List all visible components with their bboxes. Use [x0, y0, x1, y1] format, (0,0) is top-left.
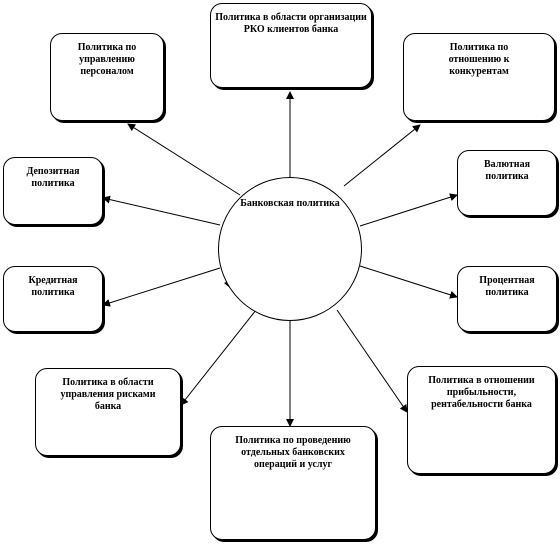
- node-interest-policy: Процентная политика: [457, 266, 557, 332]
- node-personnel-policy: Политика по управлению персоналом: [50, 33, 164, 121]
- arrow-to-credit: [102, 267, 221, 307]
- node-credit-policy: Кредитная политика: [3, 266, 103, 332]
- arrow-to-interest: [359, 265, 458, 299]
- arrow-to-profitability: [336, 309, 408, 413]
- node-operations-policy: Политика по проведению отдельных банковс…: [210, 426, 376, 540]
- node-label: Процентная политика: [479, 275, 535, 298]
- node-label: Политика по управлению персоналом: [77, 42, 137, 77]
- arrow-to-competitors: [343, 124, 421, 187]
- center-node-bank-policy: Банковская политика: [218, 177, 362, 321]
- arrow-to-currency: [359, 193, 458, 227]
- node-label: Политика в области организации РКО клиен…: [215, 12, 367, 35]
- node-label: Политика по проведению отдельных банковс…: [235, 435, 351, 470]
- node-label: Депозитная политика: [26, 166, 80, 189]
- node-label: Политика в области управления рисками ба…: [60, 377, 156, 412]
- center-node-label: Банковская политика: [240, 198, 340, 209]
- node-label: Валютная политика: [484, 159, 530, 182]
- node-risk-policy: Политика в области управления рисками ба…: [35, 368, 181, 456]
- node-label: Кредитная политика: [28, 275, 78, 298]
- node-competitors-policy: Политика по отношению к конкурентам: [403, 33, 555, 121]
- arrow-to-risk: [180, 309, 257, 406]
- node-rko-policy: Политика в области организации РКО клиен…: [210, 3, 372, 88]
- node-profitability-policy: Политика в отношении прибыльности, рента…: [407, 366, 556, 474]
- arrow-to-personnel: [127, 123, 241, 196]
- node-label: Политика в отношении прибыльности, рента…: [428, 375, 535, 410]
- node-label: Политика по отношению к конкурентам: [448, 42, 510, 77]
- arrow-to-deposit: [102, 195, 221, 226]
- node-deposit-policy: Депозитная политика: [3, 157, 103, 225]
- node-currency-policy: Валютная политика: [457, 150, 557, 216]
